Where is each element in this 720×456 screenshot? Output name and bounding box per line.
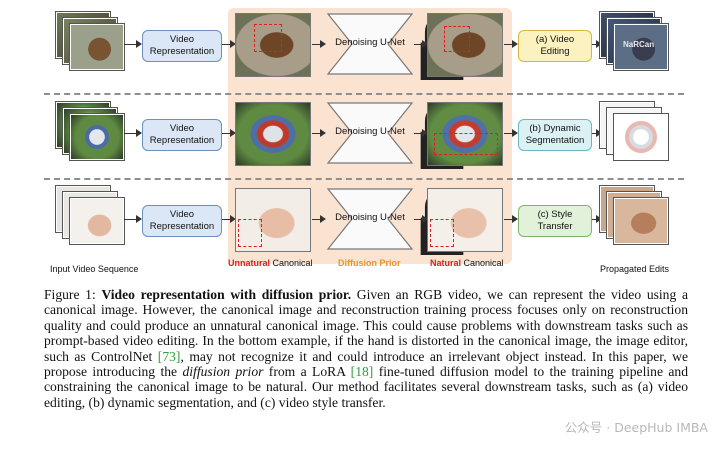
citation-link[interactable]: [73] [157, 348, 181, 364]
unnatural-canonical-bear [236, 14, 310, 76]
arrow [222, 129, 236, 137]
caption-text: from a LoRA [263, 364, 351, 380]
caption-text: , may not recognize it and could introdu… [44, 348, 688, 380]
box-label: Video Representation [149, 123, 215, 146]
video-representation-box: Video Representation [142, 205, 222, 237]
caption-emphasis: diffusion prior [182, 364, 264, 380]
task-label: (b) Dynamic Segmentation [525, 123, 585, 146]
caption-text: Given an RGB video, we can represent the… [44, 287, 688, 364]
watermark: 公众号 · DeepHub IMBA [564, 420, 708, 435]
natural-canonical-bear [428, 14, 502, 76]
caption-prefix: Figure 1: [44, 287, 96, 302]
unnatural-word: Unnatural [228, 258, 271, 268]
arrow [414, 40, 428, 48]
unet-label: Denoising U-Net [335, 212, 405, 223]
unnatural-canonical-label: Unnatural Canonical [228, 258, 313, 268]
box-label: Video Representation [149, 209, 215, 232]
row-separator [44, 93, 684, 95]
unnatural-canonical-face [236, 189, 310, 251]
arrow [312, 40, 326, 48]
input-sequence-label: Input Video Sequence [50, 264, 139, 274]
arrow [592, 129, 602, 137]
diffusion-prior-label: Diffusion Prior [338, 258, 401, 268]
box-label: Video Representation [149, 34, 215, 57]
arrow [504, 129, 518, 137]
propagated-edits-label: Propagated Edits [600, 264, 670, 274]
natural-canonical-train [428, 103, 502, 165]
caption-title: Video representation with diffusion prio… [101, 287, 352, 302]
canonical-word: Canonical [272, 258, 313, 268]
task-label: (a) Video Editing [535, 34, 575, 57]
input-frame-stack-train [56, 102, 124, 160]
denoising-unet: Denoising U-Net [326, 101, 464, 169]
caption-text: fine-tuned diffusion model to the traini… [44, 364, 688, 410]
style-transfer-box: (c) Style Transfer [518, 205, 592, 237]
video-editing-box: (a) Video Editing [518, 30, 592, 62]
edit-overlay-text: NaRCan [623, 40, 655, 49]
video-representation-box: Video Representation [142, 119, 222, 151]
output-frame-stack-bear: NaRCan [600, 12, 668, 70]
arrow [222, 215, 236, 223]
input-frame-stack-face [56, 186, 124, 244]
arrow [592, 40, 602, 48]
denoising-unet: Denoising U-Net [326, 187, 464, 255]
output-frame-stack-train [600, 102, 668, 160]
denoising-unet: Denoising U-Net [326, 12, 464, 80]
arrow [414, 129, 428, 137]
figure-caption: Figure 1: Video representation with diff… [44, 287, 688, 410]
unet-label: Denoising U-Net [335, 37, 405, 48]
arrow [312, 129, 326, 137]
arrow [124, 129, 142, 137]
arrow [222, 40, 236, 48]
natural-word: Natural [430, 258, 462, 268]
output-frame-stack-face [600, 186, 668, 244]
row-separator [44, 178, 684, 180]
input-frame-stack-bear [56, 12, 124, 70]
task-label: (c) Style Transfer [537, 209, 573, 232]
arrow [592, 215, 602, 223]
arrow [504, 215, 518, 223]
canonical-word: Canonical [463, 258, 504, 268]
natural-canonical-face [428, 189, 502, 251]
arrow [124, 40, 142, 48]
video-representation-box: Video Representation [142, 30, 222, 62]
natural-canonical-label: Natural Canonical [430, 258, 504, 268]
arrow [312, 215, 326, 223]
arrow [414, 215, 428, 223]
unnatural-canonical-train [236, 103, 310, 165]
citation-link[interactable]: [18] [350, 364, 374, 380]
dynamic-segmentation-box: (b) Dynamic Segmentation [518, 119, 592, 151]
pipeline-figure: Video Representation Denoising U-Net (a)… [44, 8, 684, 274]
unet-label: Denoising U-Net [335, 126, 405, 137]
arrow [504, 40, 518, 48]
arrow [124, 215, 142, 223]
prior-word: Diffusion Prior [338, 258, 401, 268]
